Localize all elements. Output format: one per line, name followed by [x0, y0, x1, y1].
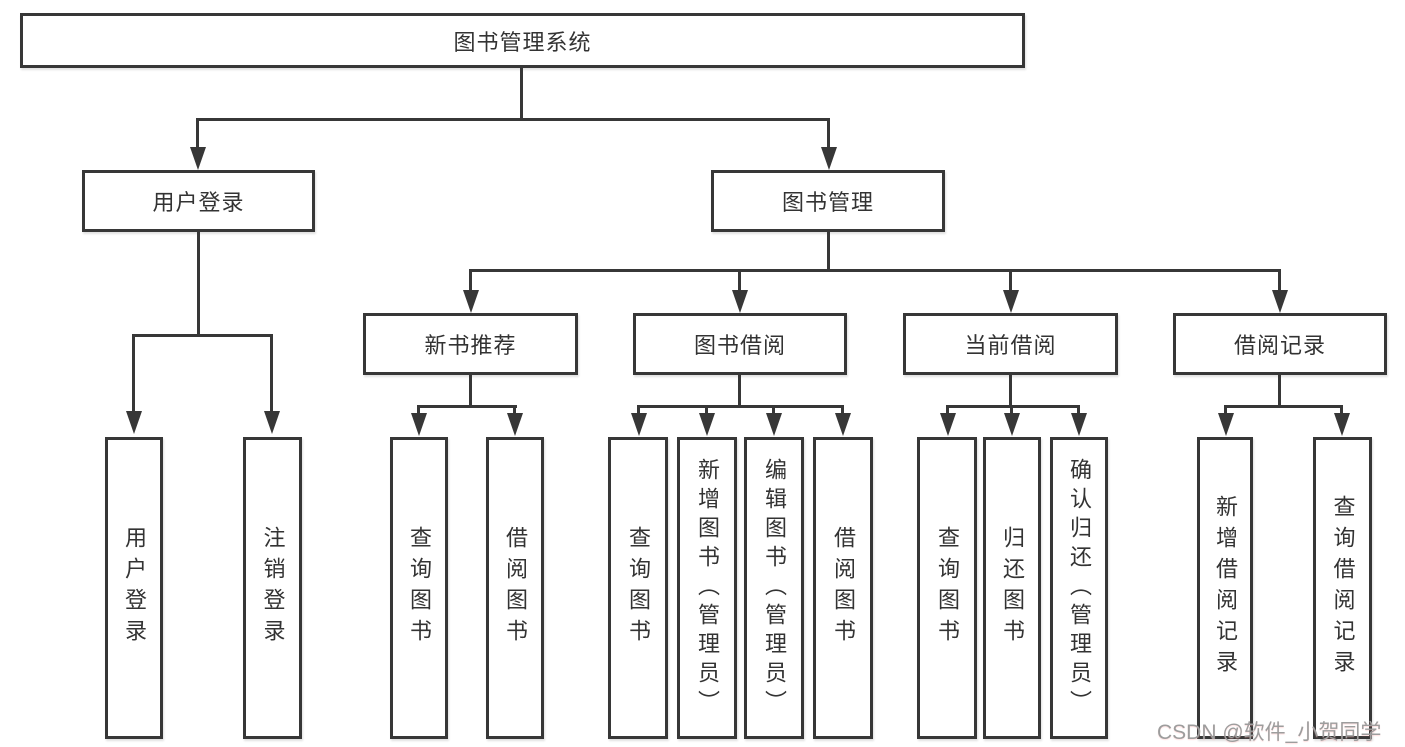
leaf-logout: 注销登录 [243, 437, 302, 739]
arrowhead-down-icon [1334, 413, 1350, 436]
connector-line [1010, 405, 1013, 414]
connector-line [417, 405, 517, 408]
leaf-confirm-return-admin: 确认归还（管理员） [1050, 437, 1108, 739]
connector-line [469, 269, 1281, 272]
connector-line [827, 118, 830, 148]
connector-line [469, 269, 472, 291]
arrowhead-down-icon [699, 413, 715, 436]
connector-line [827, 232, 830, 272]
leaf-query-books-recommend-label: 查询图书 [407, 526, 432, 650]
arrowhead-down-icon [1071, 413, 1087, 436]
arrowhead-down-icon [264, 411, 280, 434]
node-root: 图书管理系统 [20, 13, 1025, 68]
leaf-add-books-admin-label: 新增图书（管理员） [695, 457, 720, 719]
arrowhead-down-icon [126, 411, 142, 434]
connector-line [197, 232, 200, 336]
connector-line [1278, 269, 1281, 291]
node-book-management: 图书管理 [711, 170, 945, 232]
leaf-edit-books-admin-label: 编辑图书（管理员） [762, 457, 787, 719]
connector-line [1077, 405, 1080, 414]
connector-line [1224, 405, 1343, 408]
leaf-query-borrow-record: 查询借阅记录 [1313, 437, 1372, 739]
leaf-borrow-books-borrowing: 借阅图书 [813, 437, 873, 739]
arrowhead-down-icon [411, 413, 427, 436]
connector-line [738, 269, 741, 291]
connector-line [946, 405, 1080, 408]
leaf-return-books: 归还图书 [983, 437, 1041, 739]
leaf-borrow-books-recommend: 借阅图书 [486, 437, 544, 739]
node-user-login: 用户登录 [82, 170, 315, 232]
leaf-query-books-current-label: 查询图书 [935, 526, 960, 650]
arrowhead-down-icon [1004, 413, 1020, 436]
connector-line [417, 405, 420, 414]
arrowhead-down-icon [631, 413, 647, 436]
leaf-query-books-recommend: 查询图书 [390, 437, 448, 739]
arrowhead-down-icon [1218, 413, 1234, 436]
leaf-user-login-label: 用户登录 [122, 526, 147, 650]
connector-line [196, 118, 199, 148]
arrowhead-down-icon [835, 413, 851, 436]
connector-line [513, 405, 516, 414]
leaf-add-borrow-record-label: 新增借阅记录 [1213, 495, 1238, 681]
connector-line [469, 375, 472, 408]
leaf-return-books-label: 归还图书 [1000, 526, 1025, 650]
arrowhead-down-icon [732, 290, 748, 313]
connector-line [772, 405, 775, 414]
connector-line [946, 405, 949, 414]
connector-line [841, 405, 844, 414]
node-user-login-label: 用户登录 [152, 190, 245, 215]
connector-line [1009, 375, 1012, 408]
connector-line [196, 118, 830, 121]
connector-line [520, 68, 523, 120]
connector-line [1009, 269, 1012, 291]
arrowhead-down-icon [940, 413, 956, 436]
leaf-edit-books-admin: 编辑图书（管理员） [744, 437, 804, 739]
arrowhead-down-icon [821, 147, 837, 170]
connector-line [705, 405, 708, 414]
leaf-confirm-return-admin-label: 确认归还（管理员） [1067, 457, 1092, 719]
arrowhead-down-icon [1003, 290, 1019, 313]
node-current-borrowing: 当前借阅 [903, 313, 1118, 375]
arrowhead-down-icon [463, 290, 479, 313]
node-book-management-label: 图书管理 [781, 190, 874, 215]
node-new-book-recommend: 新书推荐 [363, 313, 578, 375]
leaf-add-borrow-record: 新增借阅记录 [1197, 437, 1253, 739]
connector-line [132, 334, 273, 337]
arrowhead-down-icon [507, 413, 523, 436]
leaf-query-books-borrowing-label: 查询图书 [626, 526, 651, 650]
node-root-label: 图书管理系统 [453, 29, 592, 55]
leaf-query-borrow-record-label: 查询借阅记录 [1330, 495, 1356, 681]
connector-line [637, 405, 844, 408]
arrowhead-down-icon [190, 147, 206, 170]
connector-line [1340, 405, 1343, 414]
node-borrowing-records: 借阅记录 [1173, 313, 1387, 375]
connector-line [1278, 375, 1281, 408]
connector-line [1224, 405, 1227, 414]
connector-line [132, 334, 135, 411]
node-current-borrowing-label: 当前借阅 [964, 333, 1057, 358]
node-book-borrowing: 图书借阅 [633, 313, 847, 375]
connector-line [637, 405, 640, 414]
csdn-watermark: CSDN @软件_小贺同学 [1157, 721, 1382, 744]
leaf-borrow-books-recommend-label: 借阅图书 [503, 526, 528, 650]
arrowhead-down-icon [766, 413, 782, 436]
leaf-logout-label: 注销登录 [260, 526, 286, 650]
leaf-query-books-borrowing: 查询图书 [608, 437, 668, 739]
node-book-borrowing-label: 图书借阅 [693, 333, 786, 358]
leaf-borrow-books-borrowing-label: 借阅图书 [831, 526, 856, 650]
leaf-user-login: 用户登录 [105, 437, 163, 739]
leaf-query-books-current: 查询图书 [917, 437, 977, 739]
connector-line [738, 375, 741, 408]
arrowhead-down-icon [1272, 290, 1288, 313]
leaf-add-books-admin: 新增图书（管理员） [677, 437, 737, 739]
node-borrowing-records-label: 借阅记录 [1233, 333, 1326, 358]
node-new-book-recommend-label: 新书推荐 [424, 333, 517, 358]
connector-line [270, 334, 273, 411]
